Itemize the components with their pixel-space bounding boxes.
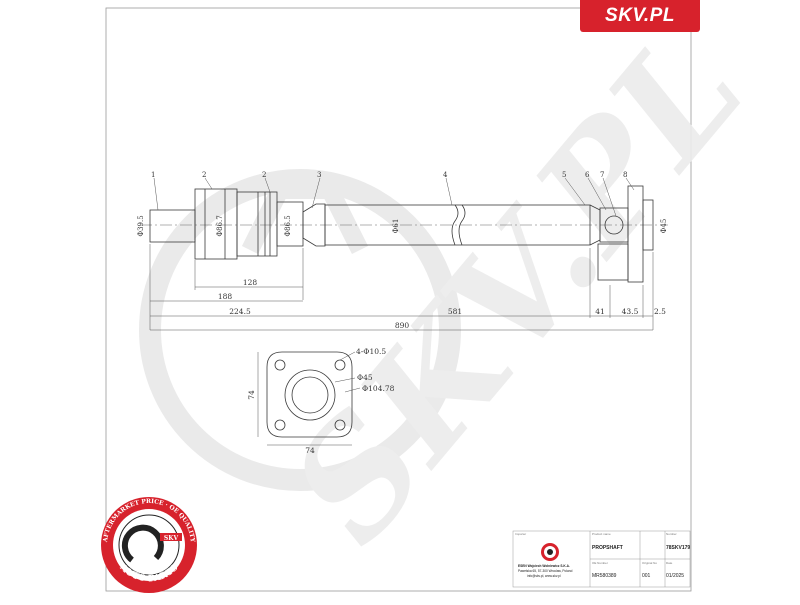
- seal-logo: [541, 543, 559, 561]
- date-value: 01/2025: [666, 573, 685, 579]
- part-number-value: 78SKV179: [666, 545, 691, 551]
- length-dimensions: [149, 244, 654, 331]
- quality-badge: SKV AFTERMARKET PRICE · OE QUALITY AUTO …: [101, 497, 197, 593]
- importer-line: Pawelska 65, 57-300 Wroclaw, Poland: [518, 569, 573, 573]
- part-number: 2: [202, 171, 206, 179]
- dim-l2: 2.5: [654, 307, 666, 316]
- dim-l43: 43.5: [622, 307, 639, 316]
- part-number: 5: [562, 171, 566, 179]
- brand-logo[interactable]: SKV.PL: [580, 0, 700, 32]
- part-number: 6: [585, 171, 590, 179]
- part-number: 3: [317, 171, 321, 179]
- part-number: 7: [600, 171, 604, 179]
- oe-number: MR580389: [592, 573, 617, 579]
- part-number: 1: [151, 171, 155, 179]
- dim-l581: 581: [448, 307, 462, 316]
- dim-l41: 41: [595, 307, 605, 316]
- length-labels: 128 188 224.5 581 41 43.5 2.5 890: [218, 278, 666, 330]
- importer-line: info@skv.pl, www.skv.pl: [527, 574, 561, 578]
- dim-d3: Φ86.5: [284, 215, 292, 236]
- part-number: 4: [443, 171, 448, 179]
- badge-ribbon: [160, 533, 182, 541]
- watermark: SKV.PL: [139, 2, 777, 575]
- dim-d4: Φ61: [392, 219, 400, 234]
- dim-inner: Φ45: [357, 373, 373, 382]
- original-no: 001: [642, 573, 651, 579]
- title-block-grid: [512, 530, 691, 588]
- label-oe-number: OE Number: [592, 561, 608, 565]
- dim-total: 890: [395, 321, 410, 330]
- flange-labels: 4-Φ10.5 Φ45 Φ104.78 74 74: [247, 347, 395, 455]
- dim-d1: Φ39.5: [137, 215, 145, 236]
- title-block: Importer ESEN Wojciech Wolniewicz S.K.A.…: [513, 531, 690, 587]
- flange-end-view: [257, 351, 361, 446]
- importer-line: ESEN Wojciech Wolniewicz S.K.A.: [518, 564, 570, 568]
- dim-width: 74: [305, 446, 315, 455]
- part-leaders: [153, 177, 635, 217]
- sheet-border: [105, 7, 692, 592]
- dim-d5: Φ45: [660, 219, 668, 234]
- label-importer: Importer: [515, 532, 527, 536]
- dim-holes: 4-Φ10.5: [356, 347, 386, 356]
- part-number: 8: [623, 171, 627, 179]
- label-product-name: Product name: [592, 532, 611, 536]
- dim-l188: 188: [218, 292, 233, 301]
- diameter-labels: Φ39.5 Φ86.7 Φ86.5 Φ61 Φ45: [137, 215, 668, 236]
- label-original-no: Original No: [642, 561, 658, 565]
- propshaft-side-view: [149, 185, 654, 283]
- badge-center-text: SKV: [164, 535, 179, 542]
- label-number: Number: [666, 532, 677, 536]
- dim-pcd: Φ104.78: [362, 384, 395, 393]
- dim-l128: 128: [243, 278, 258, 287]
- part-number: 2: [262, 171, 266, 179]
- svg-text:SKV.PL: SKV.PL: [257, 2, 777, 574]
- part-numbers: 1 2 2 3 4 5 6 7 8: [151, 171, 627, 179]
- product-name: PROPSHAFT: [592, 545, 623, 551]
- dim-l224: 224.5: [229, 307, 251, 316]
- label-date: Date: [666, 561, 673, 565]
- dim-d2: Φ86.7: [216, 215, 224, 236]
- dim-height: 74: [247, 390, 256, 400]
